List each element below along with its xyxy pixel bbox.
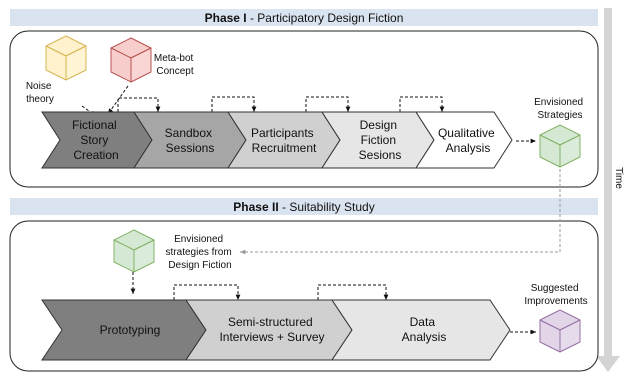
arrow-interviews-to-data	[317, 284, 389, 300]
phase1-title: Phase I - Participatory Design Fiction	[205, 11, 404, 25]
connectors	[81, 85, 536, 335]
step-sandbox-sessions-label: Sandbox Sessions	[165, 126, 216, 155]
step-semi-structured-interviews-label: Semi-structured Interviews + Survey	[219, 315, 324, 344]
step-data-analysis-label: Data Analysis	[402, 315, 447, 344]
phase2-process-steps: Prototyping Semi-structured Interviews +…	[41, 299, 511, 361]
arrow-noise-to-story	[81, 105, 97, 117]
arrow-recruit-to-fiction	[305, 96, 351, 112]
metabot-concept-cube	[110, 37, 152, 83]
phase2-input-label: Envisioned strategies from Design Fictio…	[166, 234, 235, 271]
suggested-improvements-cube	[539, 309, 581, 353]
phase2-input-cube	[113, 229, 155, 273]
phase2-title: Phase II - Suitability Study	[233, 200, 374, 214]
step-fictional-story-creation-label: Fictional Story Creation	[72, 118, 120, 162]
step-design-fiction-sessions-label: Design Fiction Sesions	[359, 118, 402, 162]
arrow-sandbox-to-recruit	[211, 96, 257, 112]
arrow-strategies-to-phase2	[240, 164, 561, 255]
noise-theory-label: Noise theory	[26, 81, 54, 105]
arrow-story-to-sandbox	[117, 97, 161, 112]
suggested-improvements-label: Suggested Improvements	[524, 283, 587, 307]
phase1-header-band	[10, 9, 598, 26]
noise-theory-cube	[45, 35, 87, 81]
step-prototyping-label: Prototyping	[100, 323, 161, 337]
phase1-process-steps: Fictional Story Creation Sandbox Session…	[41, 111, 513, 169]
time-label: Time	[613, 167, 624, 189]
envisioned-strategies-cube	[539, 124, 581, 168]
step-qualitative-analysis-label: Qualitative Analysis	[438, 126, 498, 155]
step-qualitative-analysis	[415, 111, 513, 169]
arrow-fiction-to-analysis	[399, 96, 445, 112]
envisioned-strategies-label: Envisioned Strategies	[534, 97, 586, 121]
step-participants-recruitment-label: Participants Recruitment	[251, 126, 317, 155]
arrow-proto-to-interviews	[173, 284, 241, 300]
step-data-analysis	[331, 299, 511, 361]
metabot-concept-label: Meta-bot Concept	[154, 53, 196, 77]
phase2-header-band	[10, 198, 598, 215]
time-arrow	[596, 8, 620, 372]
